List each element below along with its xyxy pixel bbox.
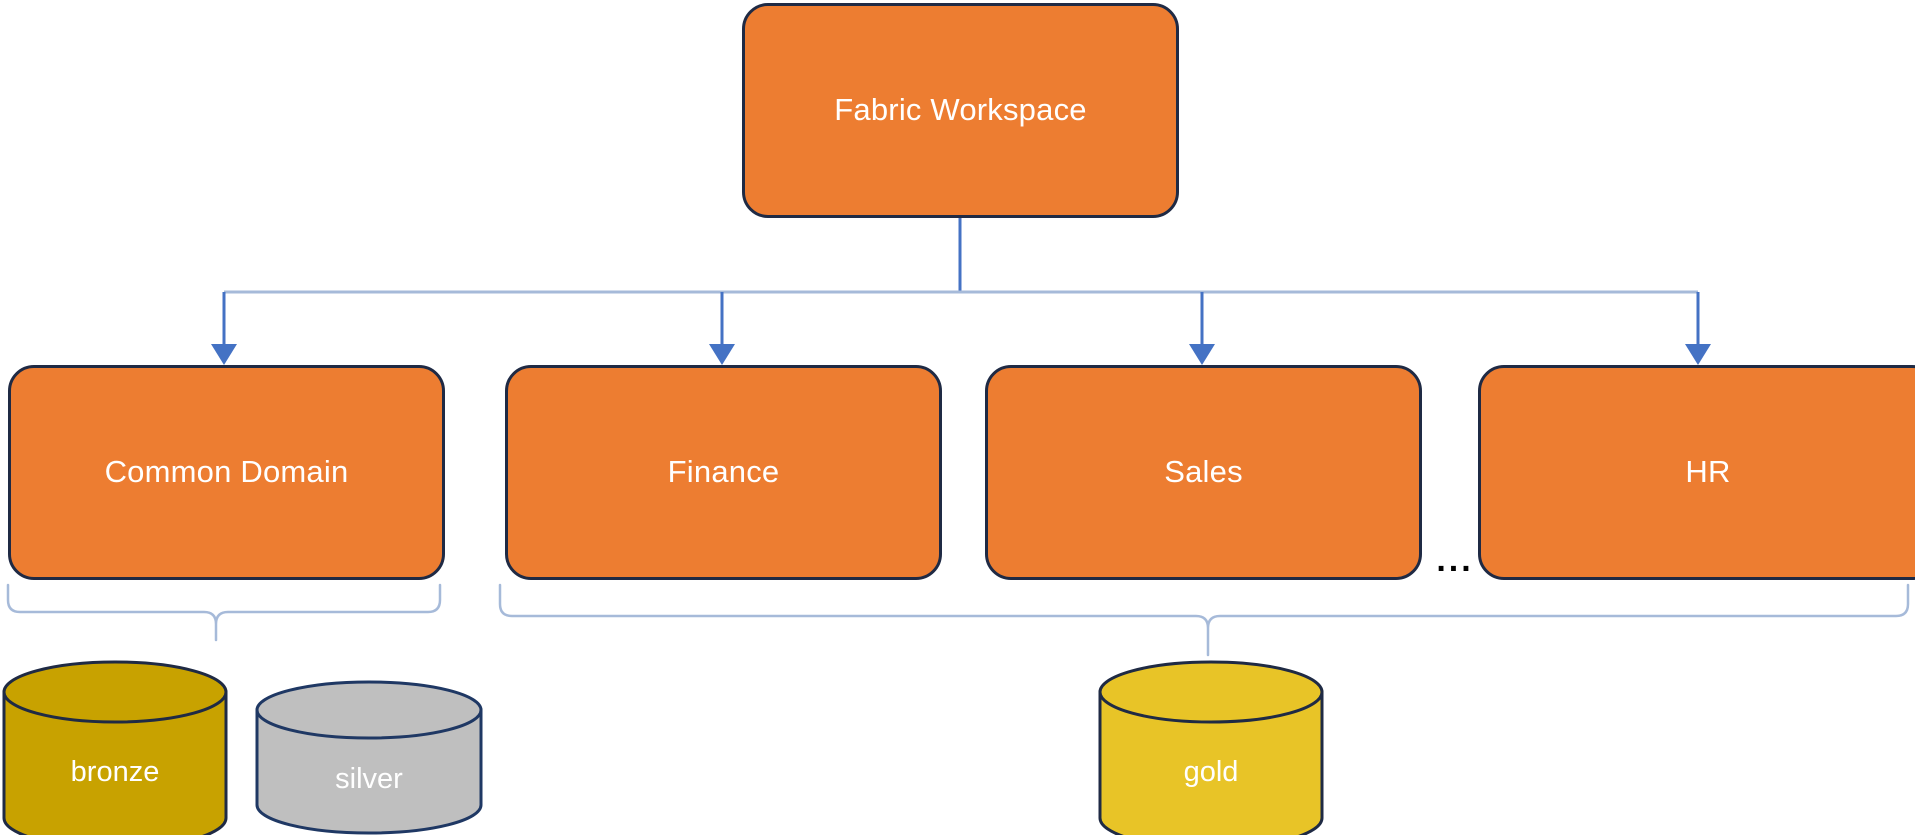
cylinder-gold[interactable]: gold [1096,660,1326,835]
connector-leg-sales [1189,292,1215,365]
node-finance-label: Finance [667,454,780,490]
connector-leg-finance [709,292,735,365]
connector-leg-common-domain [211,292,237,365]
bracket-business-domains [498,583,1910,657]
node-fabric-workspace[interactable]: Fabric Workspace [742,3,1179,218]
overflow-ellipsis: ... [1436,541,1474,579]
cylinder-bronze[interactable]: bronze [0,660,230,835]
node-sales-label: Sales [1164,454,1243,490]
bracket-common-domain [6,583,442,642]
node-fabric-workspace-label: Fabric Workspace [834,92,1087,128]
node-finance[interactable]: Finance [505,365,942,580]
cylinder-silver[interactable]: silver [253,680,485,835]
node-hr-label: HR [1685,454,1731,490]
connector-leg-hr [1685,292,1711,365]
node-common-domain-label: Common Domain [104,454,349,490]
node-common-domain[interactable]: Common Domain [8,365,445,580]
node-hr[interactable]: HR [1478,365,1915,580]
node-sales[interactable]: Sales [985,365,1422,580]
